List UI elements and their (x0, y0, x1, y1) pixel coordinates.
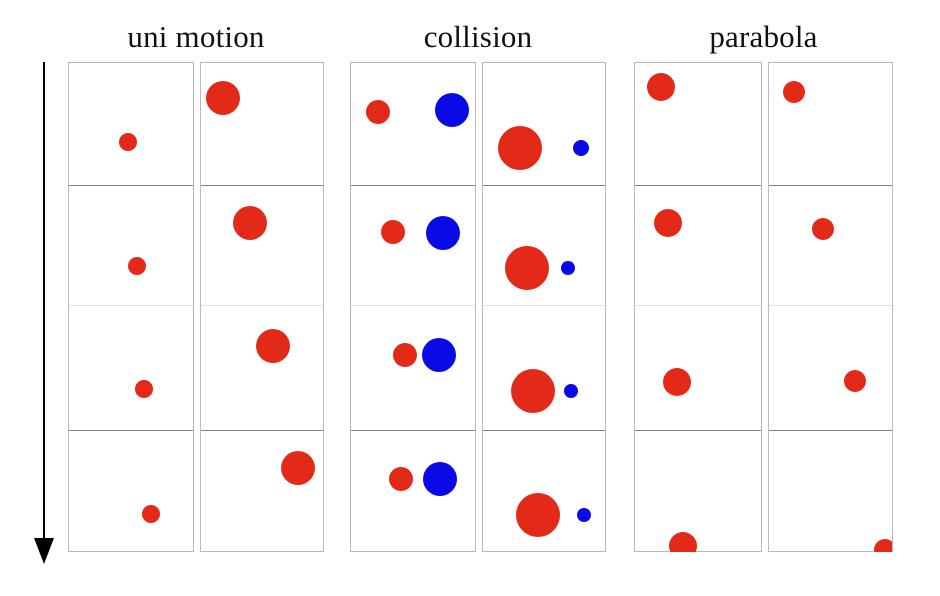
group-title-uni-motion: uni motion (127, 19, 265, 54)
frame-cell (351, 430, 475, 552)
red-ball (281, 451, 315, 485)
red-ball (663, 368, 691, 396)
blue-ball (426, 216, 460, 250)
frame-cell (769, 430, 892, 552)
frame-cell (635, 62, 761, 185)
red-ball (206, 81, 240, 115)
red-ball (647, 73, 675, 101)
frame-cell (201, 185, 323, 305)
frame-cell (69, 305, 193, 430)
frame-cell (483, 430, 605, 552)
red-ball (511, 369, 555, 413)
red-ball (389, 467, 413, 491)
frame-cell (769, 305, 892, 430)
red-ball (233, 206, 267, 240)
red-ball (256, 329, 290, 363)
frame-cell (769, 62, 892, 185)
frame-cell (483, 305, 605, 430)
blue-ball (564, 384, 578, 398)
time-arrow-head-icon (34, 538, 54, 564)
frame-cell (635, 305, 761, 430)
group-title-parabola: parabola (709, 19, 818, 54)
frame-cell (351, 62, 475, 185)
red-ball (119, 133, 137, 151)
blue-ball (422, 338, 456, 372)
red-ball (381, 220, 405, 244)
red-ball (812, 218, 834, 240)
red-ball (654, 209, 682, 237)
frame-cell (351, 305, 475, 430)
red-ball (135, 380, 153, 398)
red-ball (874, 539, 892, 552)
red-ball (505, 246, 549, 290)
blue-ball (435, 93, 469, 127)
blue-ball (577, 508, 591, 522)
frame-cell (69, 62, 193, 185)
red-ball (844, 370, 866, 392)
time-arrow-shaft (43, 62, 45, 538)
frame-cell (201, 430, 323, 552)
panel-column-parabola-col-1 (634, 62, 762, 552)
blue-ball (423, 462, 457, 496)
red-ball (142, 505, 160, 523)
red-ball (128, 257, 146, 275)
red-ball (498, 126, 542, 170)
red-ball (783, 81, 805, 103)
frame-cell (635, 185, 761, 305)
blue-ball (561, 261, 575, 275)
frame-cell (635, 430, 761, 552)
frame-cell (69, 185, 193, 305)
frame-cell (483, 62, 605, 185)
frame-cell (69, 430, 193, 552)
red-ball (516, 493, 560, 537)
red-ball (393, 343, 417, 367)
red-ball (366, 100, 390, 124)
panel-column-parabola-col-2 (768, 62, 893, 552)
frame-cell (483, 185, 605, 305)
frame-cell (201, 62, 323, 185)
frame-cell (201, 305, 323, 430)
group-title-collision: collision (423, 19, 533, 54)
frame-cell (351, 185, 475, 305)
blue-ball (573, 140, 589, 156)
red-ball (669, 532, 697, 552)
frame-cell (769, 185, 892, 305)
